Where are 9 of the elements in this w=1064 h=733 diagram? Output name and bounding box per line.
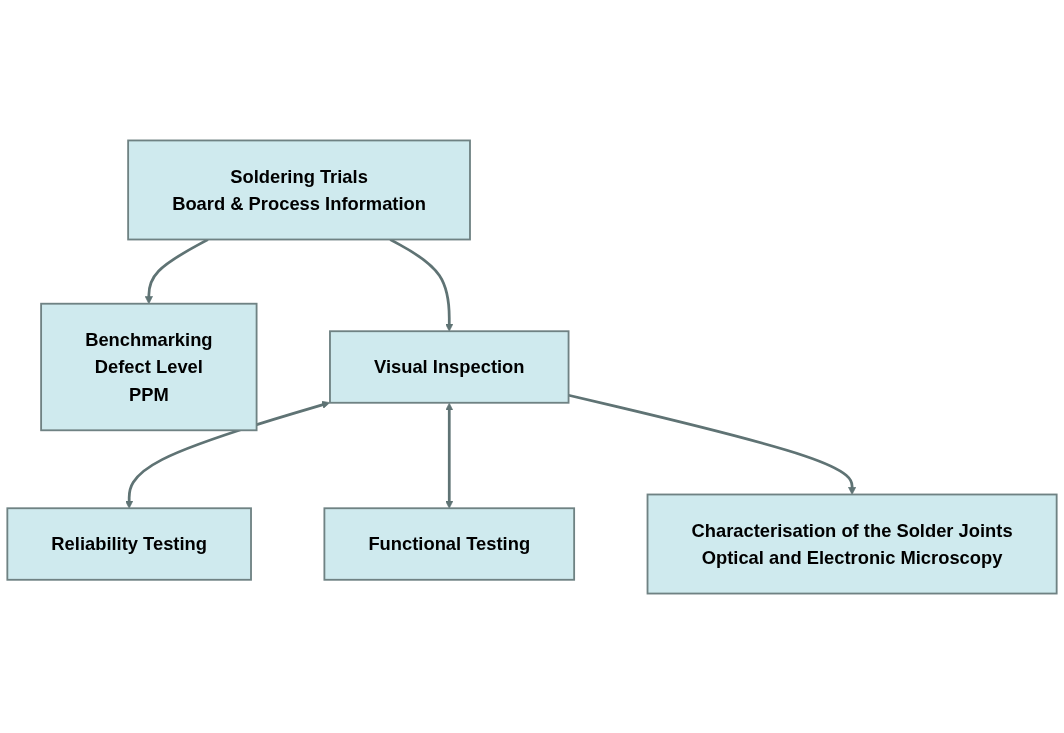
arrow bbox=[568, 393, 857, 495]
arrow bbox=[125, 400, 330, 509]
node-box: Soldering Trials Board & Process Information bbox=[127, 139, 471, 240]
node-box: Visual Inspection bbox=[329, 329, 570, 404]
node-box: Benchmarking Defect Level PPM bbox=[40, 302, 258, 431]
node-box: Functional Testing bbox=[323, 506, 576, 581]
node-box: Characterisation of the Solder Joints Optical and Electronic Microscopy bbox=[646, 493, 1058, 594]
node-box: Reliability Testing bbox=[6, 506, 252, 581]
arrow bbox=[445, 402, 454, 509]
